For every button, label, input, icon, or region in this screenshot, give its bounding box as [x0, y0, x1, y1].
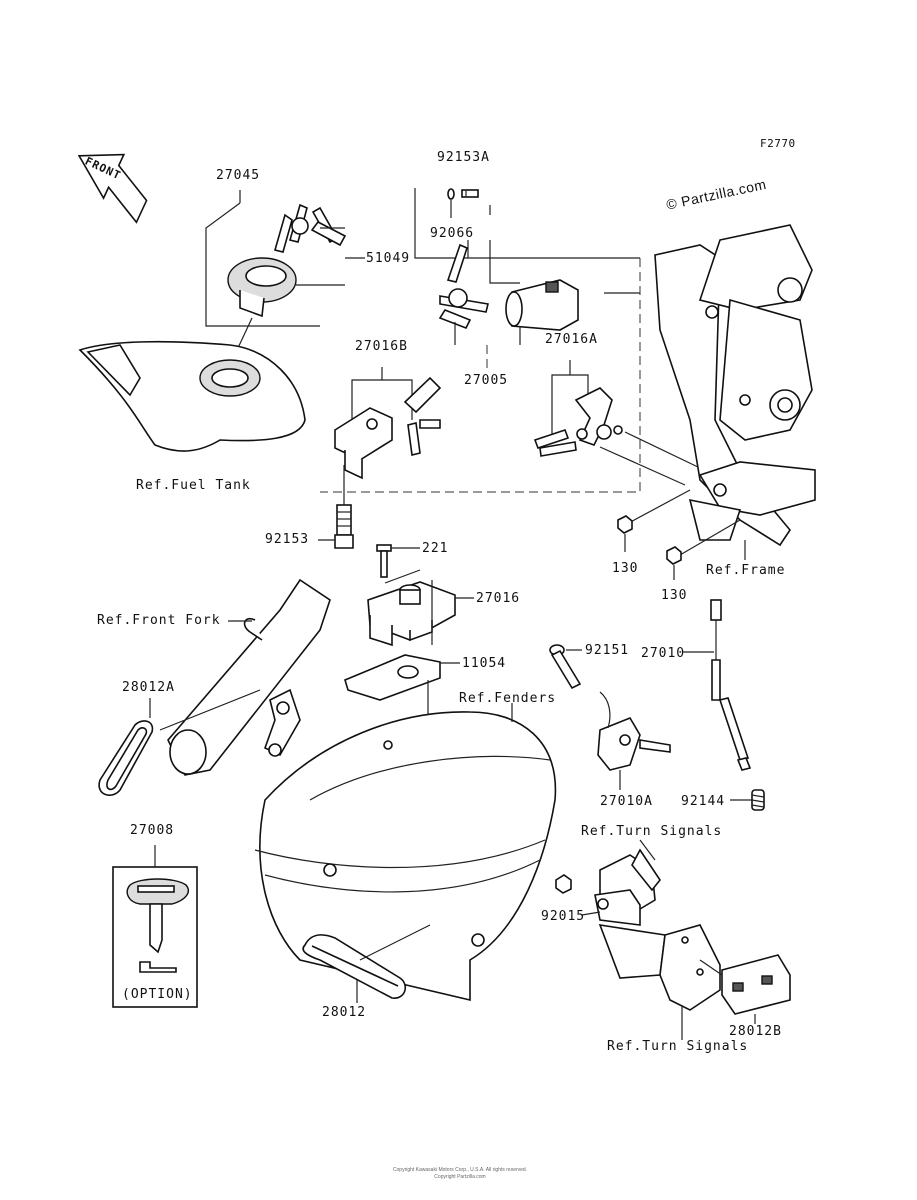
- option-label: (OPTION): [122, 987, 193, 1002]
- fuel-tank-ref-icon: [78, 340, 306, 452]
- switch-27010-icon: [710, 599, 752, 771]
- reflector-28012A-icon: [98, 720, 154, 796]
- front-direction-arrow: [77, 153, 148, 224]
- ref-fenders-label[interactable]: Ref.Fenders: [459, 691, 557, 706]
- part-28012A-label[interactable]: 28012A: [122, 680, 175, 695]
- screw-221-icon: [376, 544, 392, 578]
- rear-fender-ref-icon: [254, 711, 557, 1002]
- footer-copyright-1: Copyright Kawasaki Motors Corp., U.S.A. …: [392, 1167, 528, 1173]
- part-92153-label[interactable]: 92153: [265, 532, 310, 547]
- bolt-92151-icon: [549, 644, 582, 690]
- screw-92153A-icon: [461, 189, 479, 198]
- part-27016B-label[interactable]: 27016B: [355, 339, 408, 354]
- switch-27016A-keys-icon: [533, 428, 577, 457]
- part-92153A-label[interactable]: 92153A: [437, 150, 490, 165]
- nut-130-a-icon: [617, 515, 633, 534]
- fuel-cap-icon: [227, 257, 297, 318]
- ref-front-fork-label[interactable]: Ref.Front Fork: [97, 613, 221, 628]
- bolt-92153-icon: [334, 504, 354, 549]
- nut-130-b-icon: [666, 546, 682, 565]
- part-130-a-label[interactable]: 130: [612, 561, 639, 576]
- part-92066-label[interactable]: 92066: [430, 226, 475, 241]
- assembly-dashed-outline: [320, 188, 641, 493]
- figure-code: F2770: [760, 137, 796, 150]
- part-92015-label[interactable]: 92015: [541, 909, 586, 924]
- bracket-27016B: [351, 367, 413, 420]
- nut-92015-icon: [555, 874, 572, 894]
- switch-mount-27016-icon: [367, 581, 456, 647]
- ref-turn-signals-top-label[interactable]: Ref.Turn Signals: [581, 824, 723, 839]
- front-fork-ref-icon: [167, 578, 331, 776]
- reflector-28012B-icon: [721, 954, 791, 1015]
- ignition-keys-icon: [438, 243, 489, 330]
- turn-signal-bracket-icon: [594, 848, 721, 1011]
- bracket-27016A: [551, 360, 589, 440]
- part-27016A-label[interactable]: 27016A: [545, 332, 598, 347]
- footer-copyright-2: Copyright Partzilla.com: [434, 1174, 486, 1180]
- spring-92144-icon: [751, 789, 765, 811]
- plate-11054-icon: [344, 654, 441, 701]
- switch-27016B-icon: [334, 407, 393, 480]
- part-27016-label[interactable]: 27016: [476, 591, 521, 606]
- reflector-28012-icon: [302, 934, 407, 999]
- part-221-label[interactable]: 221: [422, 541, 449, 556]
- ref-frame-label[interactable]: Ref.Frame: [706, 563, 786, 578]
- part-11054-label[interactable]: 11054: [462, 656, 507, 671]
- washer-92066-icon: [447, 188, 455, 200]
- frame-ref-icon: [654, 224, 816, 547]
- fuel-cap-keys-icon: [274, 203, 347, 253]
- ignition-switch-body-icon: [505, 279, 579, 331]
- part-27045-label[interactable]: 27045: [216, 168, 261, 183]
- part-130-b-label[interactable]: 130: [661, 588, 688, 603]
- part-28012-label[interactable]: 28012: [322, 1005, 367, 1020]
- part-27005-label[interactable]: 27005: [464, 373, 509, 388]
- ref-fuel-tank-label[interactable]: Ref.Fuel Tank: [136, 478, 251, 493]
- part-27010A-label[interactable]: 27010A: [600, 794, 653, 809]
- switch-27010A-icon: [597, 691, 671, 771]
- part-27008-label[interactable]: 27008: [130, 823, 175, 838]
- switch-27016A-icon: [574, 387, 623, 446]
- part-92151-label[interactable]: 92151: [585, 643, 630, 658]
- part-28012B-label[interactable]: 28012B: [729, 1024, 782, 1039]
- ref-turn-signals-bottom-label[interactable]: Ref.Turn Signals: [607, 1039, 749, 1054]
- switch-27016B-keys-icon: [403, 376, 442, 456]
- part-92144-label[interactable]: 92144: [681, 794, 726, 809]
- part-27010-label[interactable]: 27010: [641, 646, 686, 661]
- bracket-27045: [205, 190, 320, 327]
- option-key-box: [112, 866, 198, 1008]
- part-51049-label[interactable]: 51049: [366, 251, 411, 266]
